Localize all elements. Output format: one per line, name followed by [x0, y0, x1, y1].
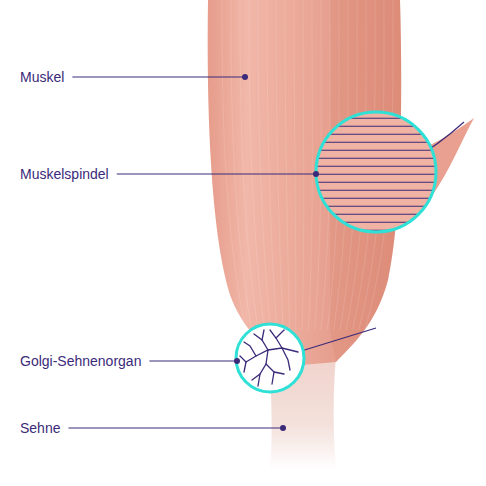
part-label: Sehne: [20, 419, 60, 437]
branch: [266, 364, 274, 384]
branch: [282, 348, 290, 370]
leader-dot: [242, 74, 248, 80]
leader-dot: [313, 171, 319, 177]
leader-line: [117, 174, 316, 175]
branch: [246, 348, 298, 362]
magnifier-circle: [236, 324, 304, 392]
part-label: Muskel: [20, 68, 64, 86]
branch: [244, 342, 256, 356]
magnifier-circle: [316, 112, 436, 232]
wave-fiber: [310, 214, 442, 215]
wave-fiber: [310, 206, 442, 207]
fiber-line: [285, 0, 290, 330]
fiber-line: [231, 0, 252, 330]
part-label: Golgi-Sehnenorgan: [20, 352, 141, 370]
leader-dot: [234, 358, 240, 364]
wave-fiber: [310, 174, 442, 175]
wave-fiber: [310, 190, 442, 191]
leader-lines: [68, 74, 319, 431]
fiber-line: [302, 0, 304, 330]
leader-line: [72, 77, 245, 78]
fiber-line: [249, 0, 264, 330]
branch: [244, 362, 246, 372]
wave-fiber: [310, 198, 442, 199]
wave-fiber: [310, 126, 442, 127]
wave-fiber: [310, 118, 442, 119]
wave-fiber: [310, 222, 442, 223]
wave-fiber: [310, 182, 442, 183]
leader-line: [149, 361, 237, 362]
wave-fiber: [310, 166, 442, 167]
fiber-line: [276, 0, 283, 330]
nerve-fiber: [298, 328, 376, 352]
fiber-line: [294, 0, 296, 330]
branch: [254, 334, 268, 350]
branch: [240, 356, 246, 362]
wave-fiber: [310, 150, 442, 151]
wave-fiber: [310, 142, 442, 143]
leader-dot: [280, 425, 286, 431]
branch: [270, 330, 282, 348]
fiber-line: [308, 0, 312, 330]
leader-line: [68, 428, 283, 429]
branch: [276, 330, 284, 338]
fiber-line: [267, 0, 277, 330]
golgi-branches: [240, 330, 298, 386]
wave-fiber: [310, 158, 442, 159]
branch: [258, 374, 260, 386]
branch: [262, 330, 264, 340]
branch: [274, 372, 284, 374]
part-label: Muskelspindel: [20, 165, 109, 183]
